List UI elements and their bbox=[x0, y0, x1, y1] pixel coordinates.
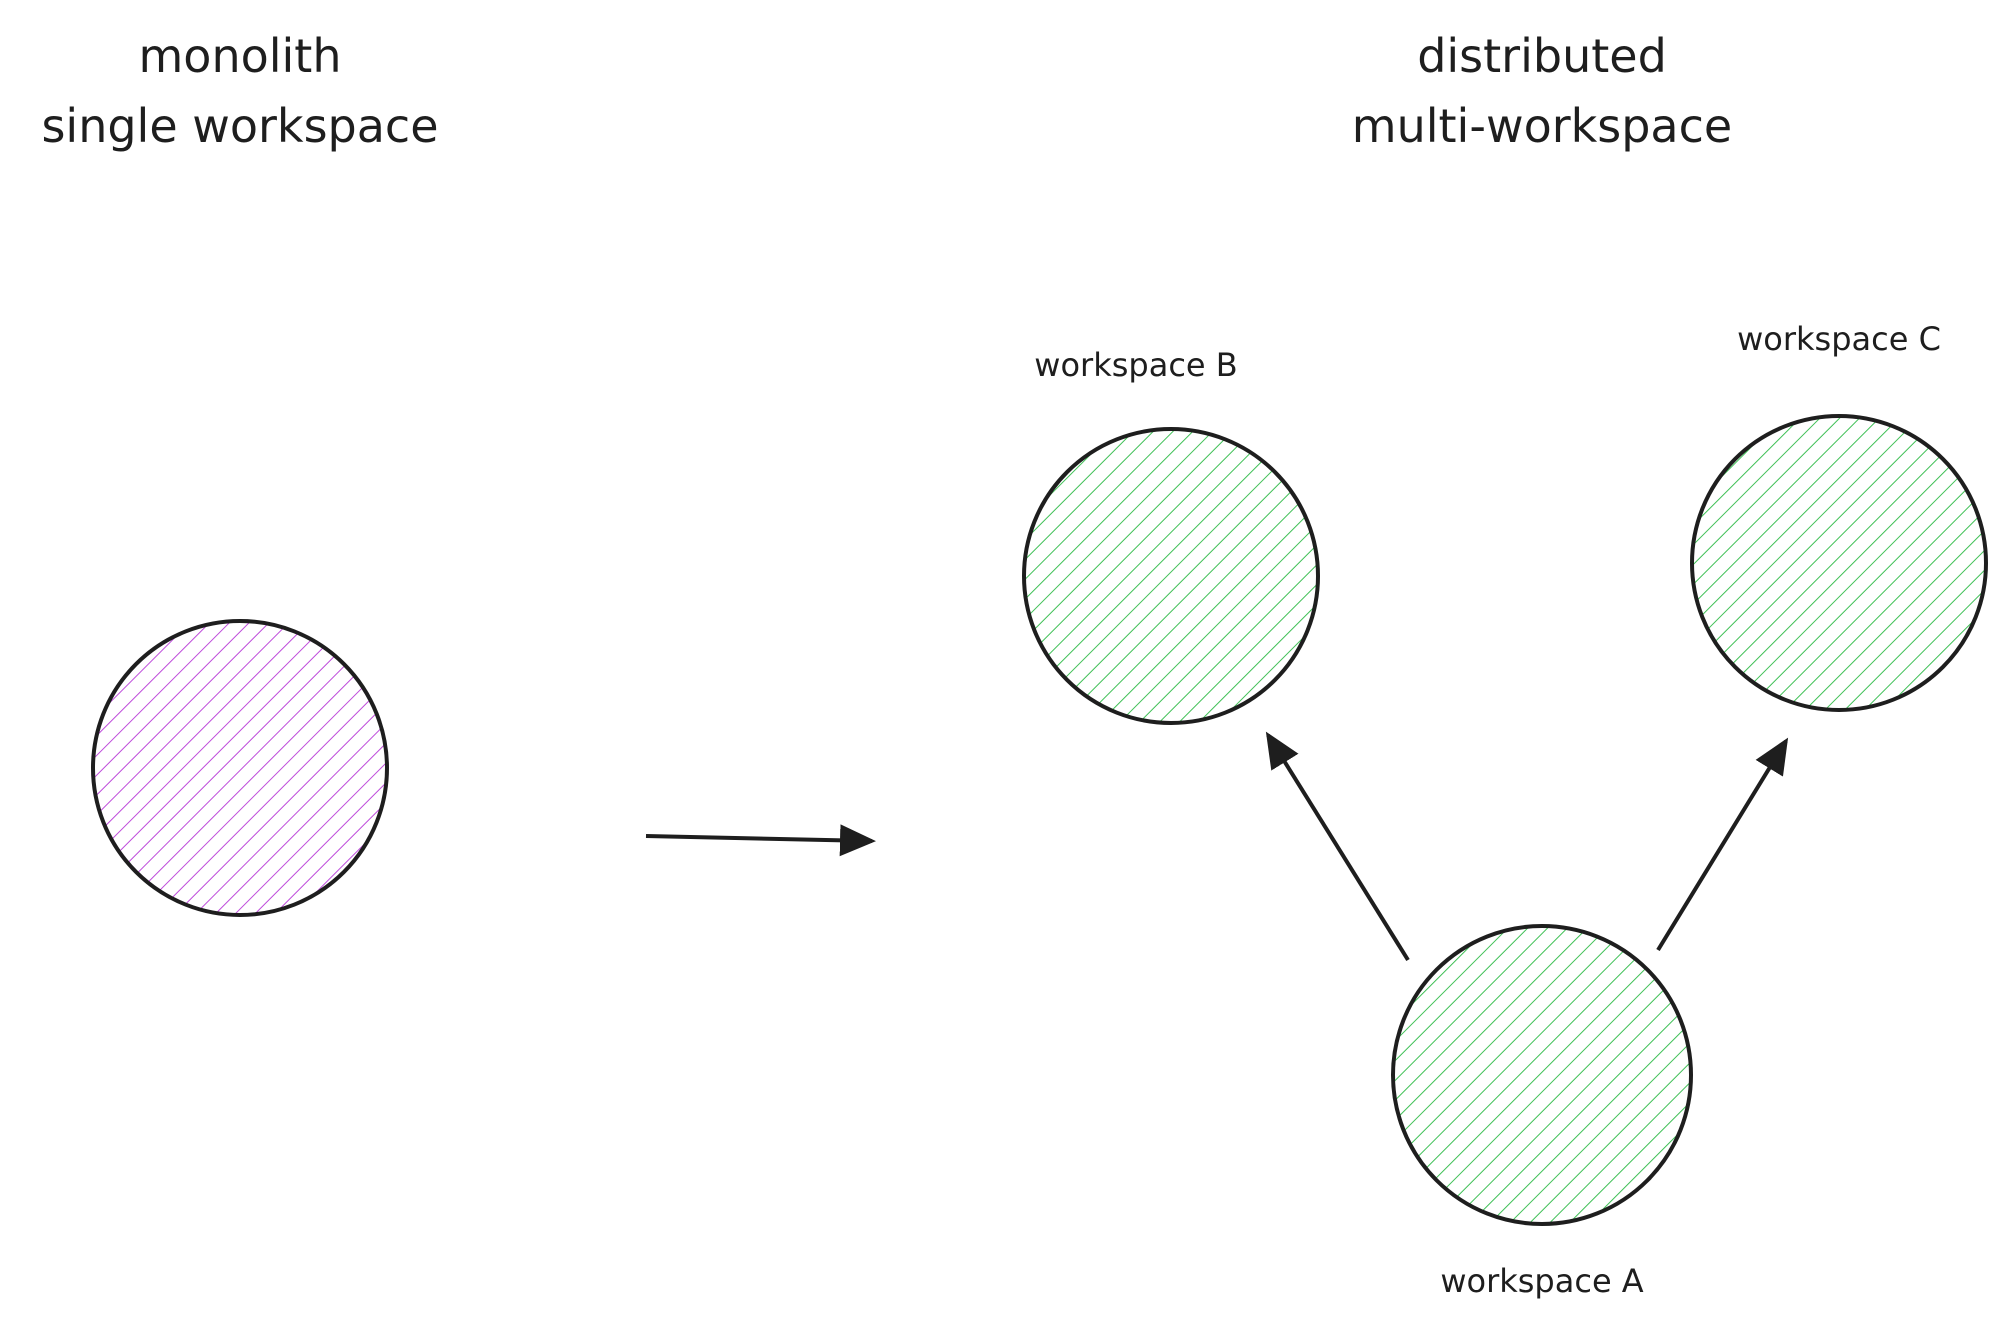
monolith-title: monolith bbox=[138, 29, 341, 83]
workspace-a-label: workspace A bbox=[1440, 1262, 1643, 1300]
single-workspace-subtitle: single workspace bbox=[41, 99, 438, 153]
workspace-c-node bbox=[1690, 414, 1988, 712]
arrow-a-to-b bbox=[1265, 731, 1410, 962]
workspace-b-label: workspace B bbox=[1034, 346, 1237, 384]
workspace-c-label: workspace C bbox=[1737, 320, 1941, 358]
workspace-b-node bbox=[1022, 427, 1320, 725]
arrow-a-to-c bbox=[1656, 737, 1789, 952]
transition-arrow bbox=[645, 824, 876, 857]
multi-workspace-subtitle: multi-workspace bbox=[1352, 99, 1732, 153]
workspace-a-node bbox=[1391, 924, 1693, 1226]
distributed-title: distributed bbox=[1417, 29, 1667, 83]
monolith-workspace-node bbox=[91, 619, 389, 917]
